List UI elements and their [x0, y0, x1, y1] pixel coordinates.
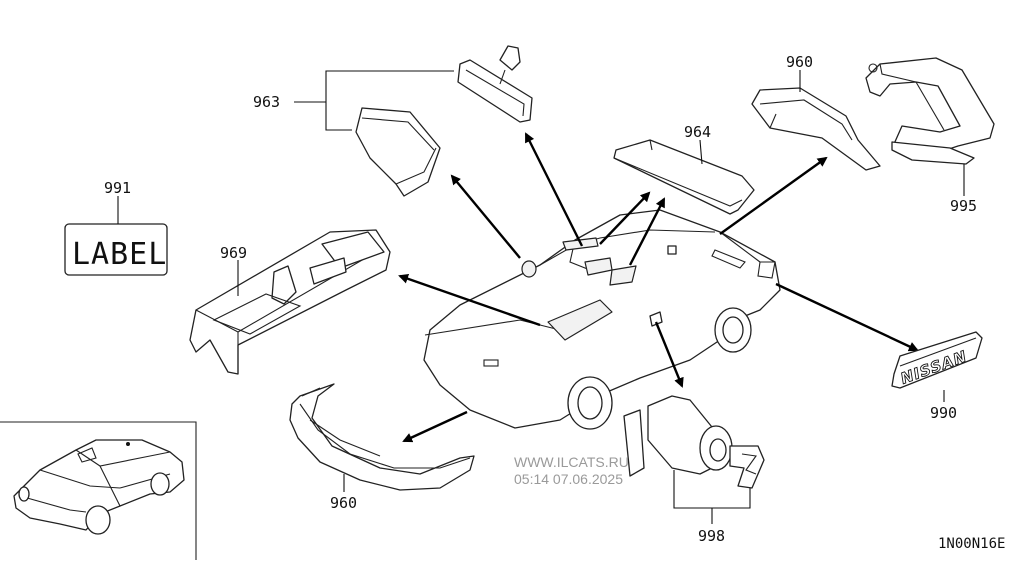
- arrow-to-sun-visor-2: [628, 197, 666, 266]
- sun-visor-left: [355, 107, 441, 197]
- car-body-outline: [423, 209, 781, 430]
- watermark: WWW.ILCATS.RU 05:14 07.06.2025: [514, 454, 629, 487]
- callout-998-text: 998: [698, 527, 725, 545]
- roof-trim: 960: [751, 53, 881, 171]
- rearview-mirror: [457, 45, 533, 123]
- arrow-to-sun-visor: [599, 191, 651, 245]
- watermark-site: WWW.ILCATS.RU: [514, 454, 629, 470]
- callout-969-text: 969: [220, 244, 247, 262]
- parcel-shelf: 964: [613, 123, 755, 215]
- key-cylinder-set: 998: [623, 395, 765, 545]
- label-plate-text: LABEL: [72, 237, 167, 272]
- jack-tool: 995: [865, 57, 995, 215]
- callout-960-top-text: 960: [786, 53, 813, 71]
- callout-963-text: 963: [253, 93, 280, 111]
- arrow-to-mirror: [524, 132, 584, 247]
- arrow-to-console: [398, 273, 541, 327]
- callout-991-text: 991: [104, 179, 131, 197]
- callout-990-text: 990: [930, 404, 957, 422]
- arrow-to-spoiler: [402, 410, 468, 443]
- arrow-to-emblem: [775, 282, 919, 352]
- callout-963: 963: [253, 70, 454, 131]
- watermark-timestamp: 05:14 07.06.2025: [514, 471, 623, 487]
- arrow-to-visor: [450, 174, 521, 259]
- label-plate: LABEL 991: [64, 179, 168, 276]
- arrow-to-key-cylinder: [654, 321, 684, 388]
- vehicle-thumbnail-inset: [0, 421, 197, 560]
- callout-995-text: 995: [950, 197, 977, 215]
- arrow-to-trim: [719, 156, 828, 235]
- callout-964-text: 964: [684, 123, 711, 141]
- callout-960-bottom-text: 960: [330, 494, 357, 512]
- center-console: 969: [189, 229, 391, 375]
- exploded-arrows: [398, 132, 919, 443]
- front-spoiler: 960: [289, 383, 475, 512]
- diagram-code: 1N00N16E: [938, 536, 1005, 552]
